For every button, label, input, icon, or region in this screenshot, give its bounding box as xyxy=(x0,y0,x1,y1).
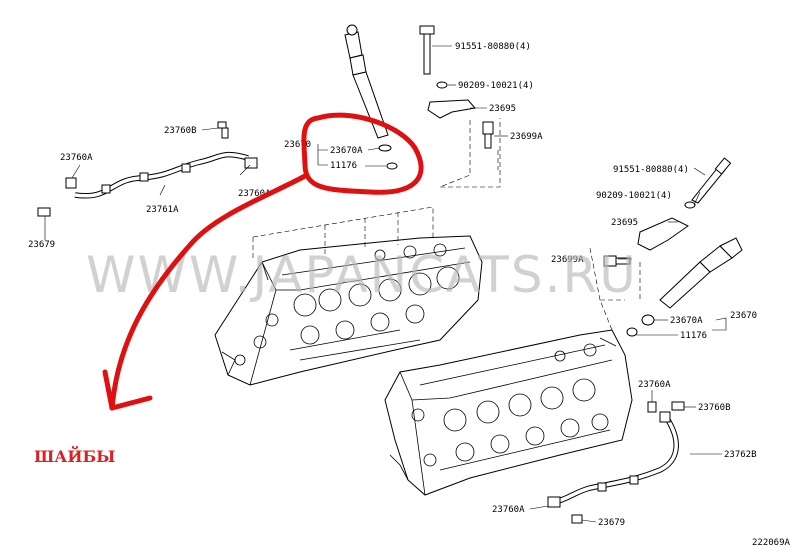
union-bolt-right-small xyxy=(571,514,583,524)
gasket-right xyxy=(626,327,638,337)
label-union-right-top: 23760A xyxy=(638,380,671,390)
label-clamp-left: 23695 xyxy=(489,104,516,114)
part-labels: 91551-80880(4) 90209-10021(4) 23695 2369… xyxy=(28,42,757,528)
red-highlight-markup xyxy=(102,112,424,411)
label-union-right-bottom: 23760A xyxy=(492,505,525,515)
label-clamp-right: 23695 xyxy=(611,218,638,228)
label-tube-left: 23761A xyxy=(146,205,179,215)
label-washer-right: 90209-10021(4) xyxy=(596,191,672,201)
label-sensor-left: 23699A xyxy=(510,132,543,142)
cylinder-head-right xyxy=(384,329,633,496)
diagram-code: 222069A xyxy=(752,538,791,548)
label-gasket-right: 11176 xyxy=(680,331,707,341)
clamp-left xyxy=(427,99,476,119)
union-bolt-right-a xyxy=(647,401,657,413)
leakoff-tube-left xyxy=(65,151,258,199)
clamp-right xyxy=(637,217,689,251)
label-oring-left: 23670A xyxy=(330,146,363,156)
bolt-right xyxy=(691,157,732,204)
label-bolt-right: 91551-80880(4) xyxy=(613,165,689,175)
label-tube-left-union-b: 23760A xyxy=(238,189,271,199)
label-gasket-left: 11176 xyxy=(330,161,357,171)
locator-lines xyxy=(252,118,641,331)
label-washer-left: 90209-10021(4) xyxy=(458,81,534,91)
sensor-right xyxy=(603,255,631,267)
label-union-left-top: 23760B xyxy=(164,126,197,136)
label-bolt-left: 91551-80880(4) xyxy=(455,42,531,52)
washer-left xyxy=(436,81,448,89)
injector-right xyxy=(659,237,743,309)
washer-right xyxy=(684,201,696,209)
annotation-text: ШАЙБЫ xyxy=(34,445,115,466)
oring-left xyxy=(378,144,392,152)
label-tube-left-union: 23760A xyxy=(60,153,93,163)
label-bolt-right-small: 23679 xyxy=(598,518,625,528)
label-oring-right: 23670A xyxy=(670,316,703,326)
label-sensor-right: 23699A xyxy=(551,255,584,265)
union-bolt-left-top xyxy=(217,121,229,139)
label-union-right-b: 23760B xyxy=(698,403,731,413)
watermark: WWW.JAPANCATS.RU xyxy=(86,246,638,304)
oring-right xyxy=(641,314,655,326)
union-bolt-left-small xyxy=(37,207,51,217)
label-tube-right: 23762B xyxy=(724,450,757,460)
bolt-left xyxy=(419,25,435,75)
cylinder-head-left xyxy=(214,235,483,386)
leader-lines xyxy=(44,45,727,523)
union-bolt-right-b xyxy=(671,401,685,411)
label-injector-left: 23670 xyxy=(284,140,311,150)
label-injector-right: 23670 xyxy=(730,311,757,321)
label-bolt-left-small: 23679 xyxy=(28,240,55,250)
gasket-left xyxy=(386,162,398,170)
leakoff-tube-right xyxy=(547,411,679,508)
sensor-left xyxy=(482,121,494,149)
